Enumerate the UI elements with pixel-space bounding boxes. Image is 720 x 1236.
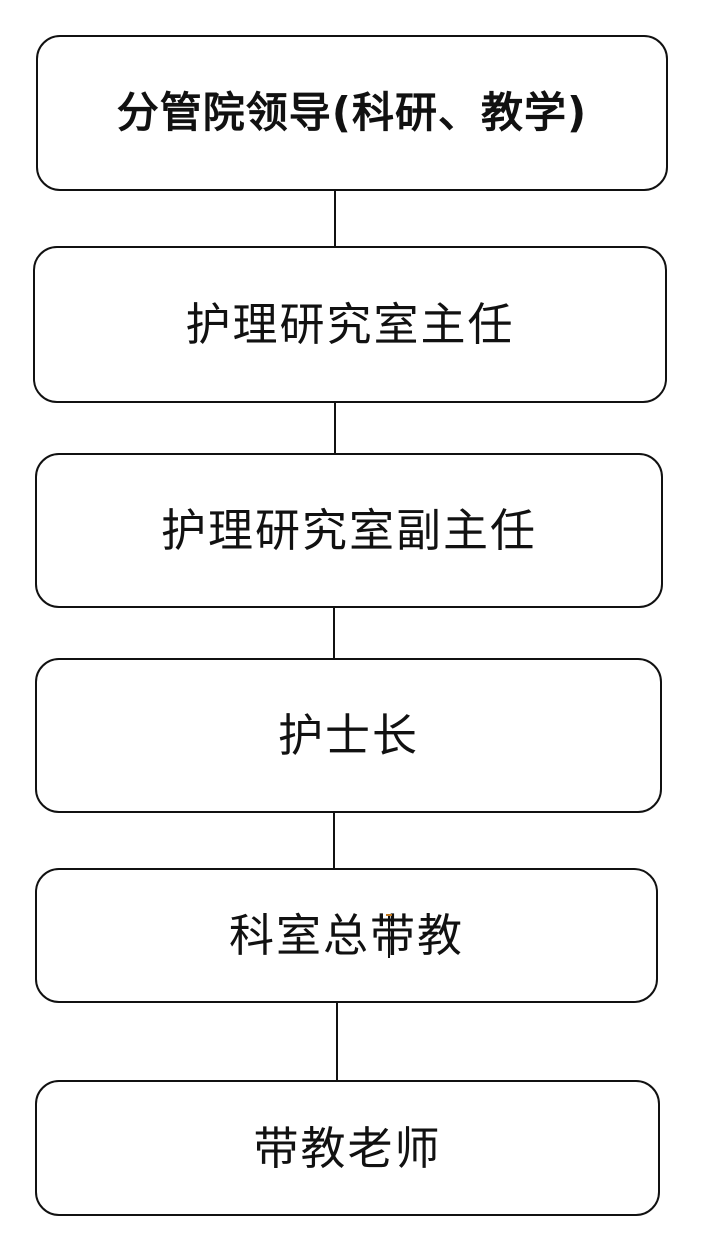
node-research-deputy-director: 护理研究室副主任 [35, 453, 663, 608]
connector-line [334, 191, 336, 246]
node-label: 带教老师 [253, 1121, 442, 1175]
node-hospital-leader: 分管院领导(科研、教学) [36, 35, 668, 191]
node-department-chief-tutor: 科室总带教 [35, 868, 658, 1003]
node-tutor: 带教老师 [35, 1080, 660, 1216]
connector-line [336, 1003, 338, 1080]
node-label: 科室总带教 [228, 909, 464, 962]
node-label: 护士长 [277, 709, 419, 762]
node-label: 分管院领导(科研、教学) [116, 88, 588, 137]
node-research-director: 护理研究室主任 [33, 246, 667, 403]
node-label: 护理研究室副主任 [160, 504, 537, 557]
node-label: 护理研究室主任 [185, 298, 515, 351]
connector-line [334, 403, 336, 453]
connector-line [333, 608, 335, 658]
text-cursor [388, 916, 390, 958]
connector-line [333, 813, 335, 868]
text-cursor-mark [386, 914, 392, 916]
node-head-nurse: 护士长 [35, 658, 662, 813]
